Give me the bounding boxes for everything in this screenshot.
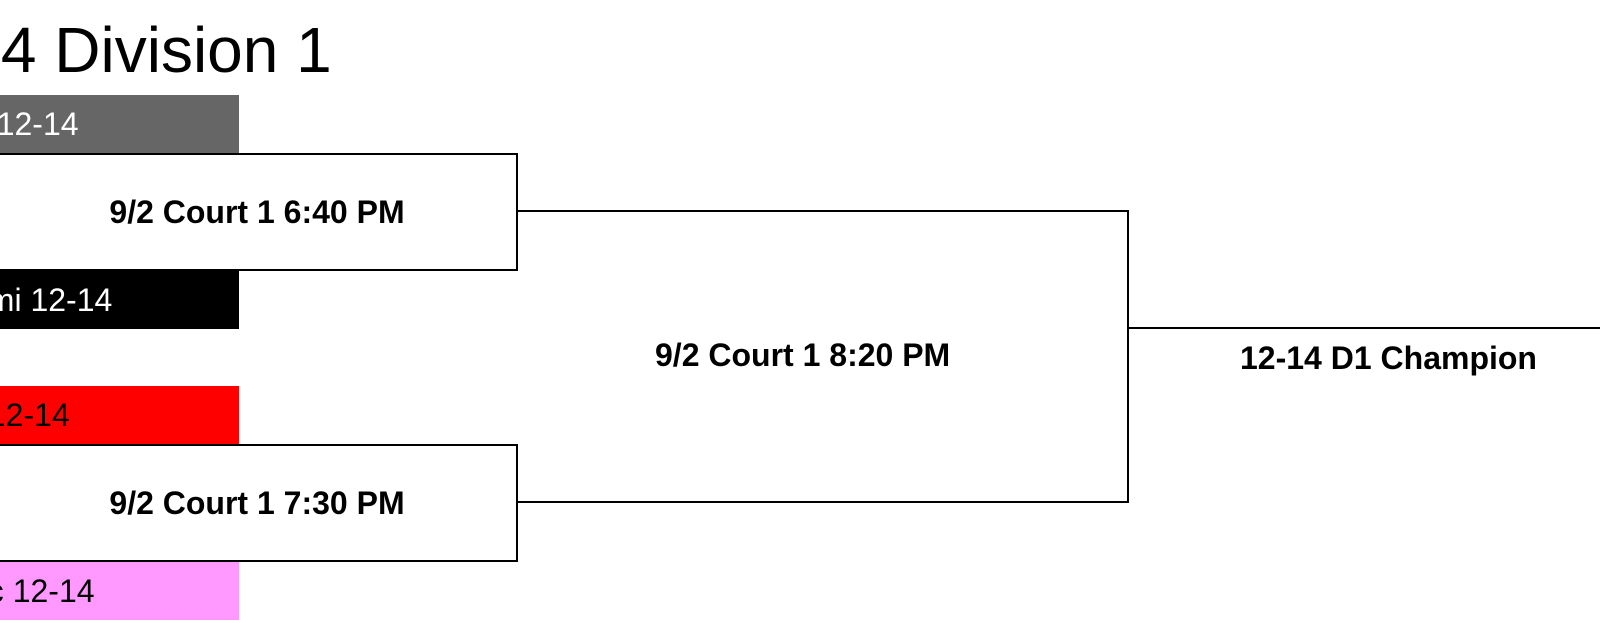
semifinal-2-game-box: 9/2 Court 1 7:30 PM <box>0 444 518 562</box>
team-slot-1: a 12-14 <box>0 95 239 153</box>
team-slot-2: ami 12-14 <box>0 271 239 329</box>
semifinal-2-label: 9/2 Court 1 7:30 PM <box>109 484 405 521</box>
final-vertical-connector <box>1127 210 1129 503</box>
semifinal-1-game-box: 9/2 Court 1 6:40 PM <box>0 153 518 271</box>
final-game-label: 9/2 Court 1 8:20 PM <box>655 337 951 373</box>
team-1-name: a 12-14 <box>0 106 79 142</box>
division-title: -14 Division 1 <box>0 14 332 86</box>
semifinal-1-connector <box>518 210 1129 212</box>
team-2-name: ami 12-14 <box>0 282 113 318</box>
team-slot-3: t 12-14 <box>0 386 239 444</box>
team-3-name: t 12-14 <box>0 397 70 433</box>
semifinal-2-connector <box>518 501 1129 503</box>
team-4-name: oc 12-14 <box>0 573 95 609</box>
team-slot-4: oc 12-14 <box>0 562 239 620</box>
champion-label: 12-14 D1 Champion <box>1240 340 1537 376</box>
champion-connector <box>1127 327 1600 329</box>
semifinal-1-label: 9/2 Court 1 6:40 PM <box>109 193 405 230</box>
